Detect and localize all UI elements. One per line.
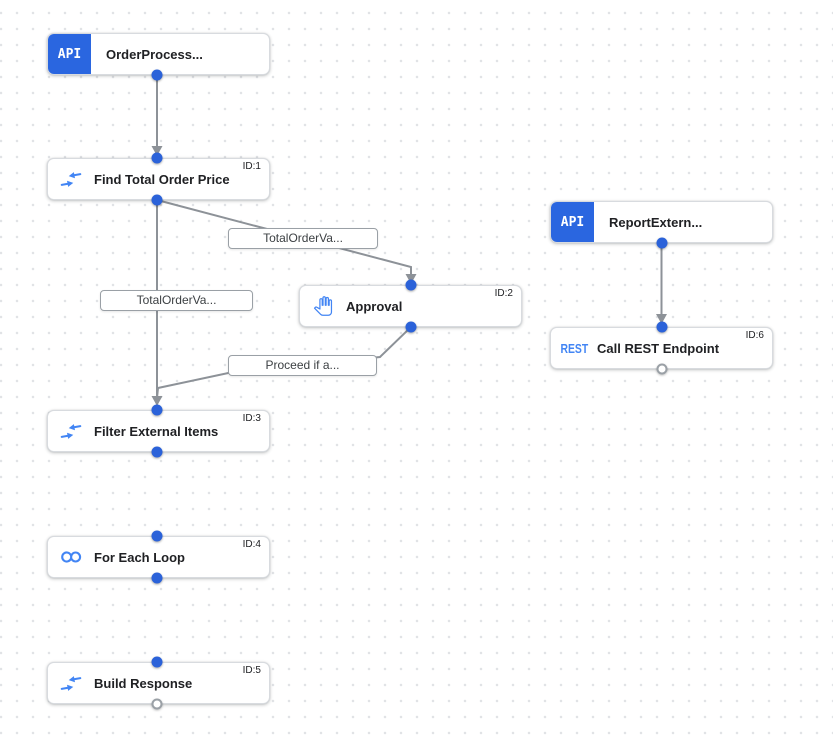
node-id-label: ID:4	[242, 539, 261, 550]
node-id-label: ID:3	[242, 413, 261, 424]
node-title: Build Response	[94, 675, 193, 691]
port-call-rest-output[interactable]	[656, 363, 667, 375]
node-build-response[interactable]: Build Response ID:5	[47, 662, 270, 704]
arrowhead-filter	[151, 396, 163, 406]
node-order-process-trigger[interactable]: API OrderProcess...	[47, 33, 270, 75]
arrowhead-approval	[405, 274, 417, 284]
port-filter-input[interactable]	[151, 404, 163, 416]
node-title: Call REST Endpoint	[597, 340, 720, 356]
api-trigger-badge: API	[551, 202, 594, 242]
node-title: Filter External Items	[94, 423, 219, 439]
node-filter-external-items[interactable]: Filter External Items ID:3	[47, 410, 270, 452]
port-build-response-output[interactable]	[151, 698, 163, 710]
rest-icon: REST	[560, 340, 588, 356]
node-find-total-order-price[interactable]: Find Total Order Price ID:1	[47, 158, 270, 200]
node-id-label: ID:6	[745, 330, 764, 341]
port-find-total-input[interactable]	[151, 152, 163, 164]
node-title: OrderProcess...	[106, 46, 203, 62]
node-id-label: ID:5	[242, 665, 261, 676]
data-mapping-icon	[60, 423, 82, 439]
port-call-rest-input[interactable]	[656, 321, 667, 333]
port-for-each-input[interactable]	[151, 530, 163, 542]
data-mapping-icon	[60, 171, 82, 187]
port-approval-output[interactable]	[405, 321, 417, 333]
node-title: For Each Loop	[94, 549, 185, 565]
hand-icon	[313, 296, 333, 316]
node-id-label: ID:2	[494, 288, 513, 299]
arrowhead-callrest	[656, 314, 667, 324]
data-mapping-icon	[60, 675, 82, 691]
node-id-label: ID:1	[242, 161, 261, 172]
port-approval-input[interactable]	[405, 279, 417, 291]
port-find-total-output[interactable]	[151, 194, 163, 206]
node-title: ReportExtern...	[609, 214, 703, 230]
edge-label-findtotal-to-approval[interactable]: TotalOrderVa...	[228, 228, 378, 249]
edge-label-findtotal-to-filter[interactable]: TotalOrderVa...	[100, 290, 253, 311]
node-title: Approval	[346, 298, 403, 314]
arrowhead-findtotal	[151, 146, 163, 156]
api-trigger-badge: API	[48, 34, 91, 74]
node-for-each-loop[interactable]: For Each Loop ID:4	[47, 536, 270, 578]
port-report-external-output[interactable]	[656, 237, 667, 249]
port-order-process-output[interactable]	[151, 69, 163, 81]
port-filter-output[interactable]	[151, 446, 163, 458]
port-for-each-output[interactable]	[151, 572, 163, 584]
node-title: Find Total Order Price	[94, 171, 230, 187]
loop-icon	[61, 551, 82, 563]
port-build-response-input[interactable]	[151, 656, 163, 668]
edge-findtotal-to-approval	[156, 199, 412, 275]
edge-label-approval-to-filter[interactable]: Proceed if a...	[228, 355, 377, 376]
